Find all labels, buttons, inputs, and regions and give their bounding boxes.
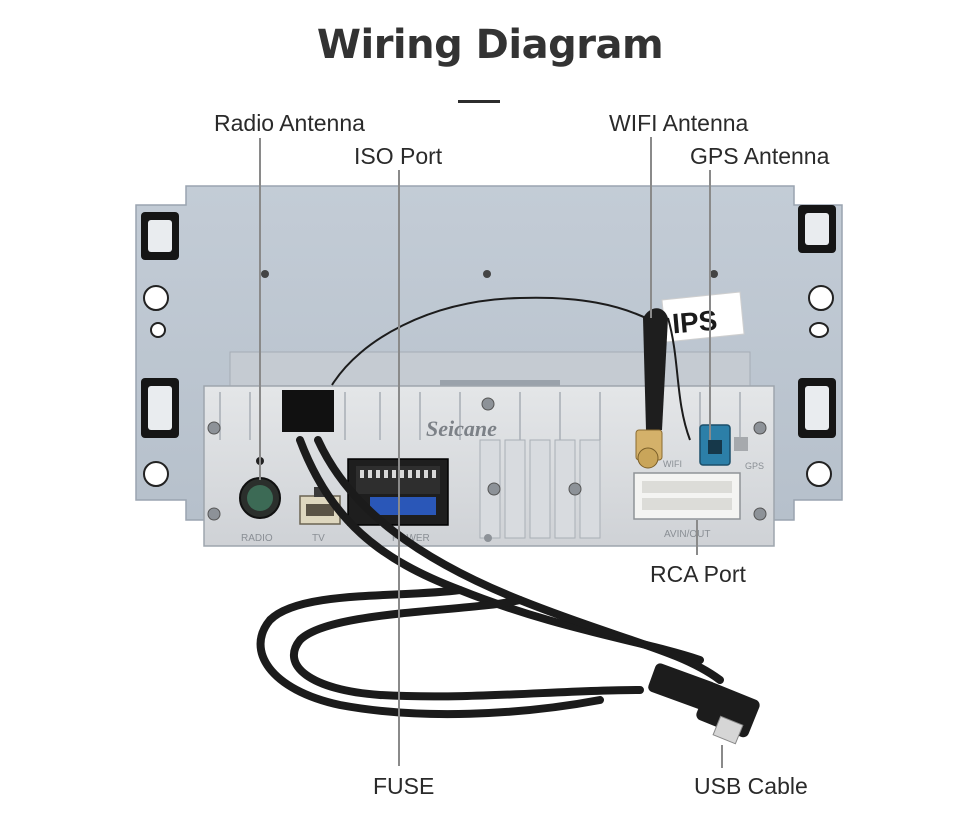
svg-text:TV: TV bbox=[312, 533, 325, 544]
rca-port-connector: AVIN/OUT bbox=[633, 472, 741, 540]
svg-text:GPS: GPS bbox=[745, 461, 764, 471]
callout-lines bbox=[259, 137, 723, 768]
fuse-label: FUSE bbox=[373, 773, 435, 799]
cable-strain-relief bbox=[282, 390, 334, 432]
svg-text:IPS: IPS bbox=[671, 305, 719, 340]
usb-cable bbox=[256, 436, 724, 719]
svg-text:RADIO: RADIO bbox=[241, 533, 273, 544]
usb-plug bbox=[648, 663, 760, 745]
title-underline bbox=[458, 100, 500, 103]
gps-antenna-connector: GPS bbox=[667, 317, 764, 471]
gps-antenna-label: GPS Antenna bbox=[690, 143, 830, 169]
iso-port-label: ISO Port bbox=[354, 143, 443, 169]
usb-cable-label: USB Cable bbox=[694, 773, 808, 799]
rca-port-label: RCA Port bbox=[650, 561, 746, 587]
brand-logo: Seicane bbox=[426, 416, 497, 441]
svg-text:WIFI: WIFI bbox=[663, 459, 682, 469]
radio-antenna-label: Radio Antenna bbox=[214, 110, 365, 136]
ips-sticker: IPS bbox=[661, 291, 745, 343]
page-title: Wiring Diagram bbox=[316, 22, 664, 68]
svg-text:AVIN/OUT: AVIN/OUT bbox=[664, 529, 710, 540]
wifi-antenna-label: WIFI Antenna bbox=[609, 110, 749, 136]
radio-antenna-socket: RADIO bbox=[239, 457, 281, 544]
wifi-antenna: WIFI bbox=[635, 308, 682, 469]
svg-text:POWER: POWER bbox=[392, 533, 430, 544]
